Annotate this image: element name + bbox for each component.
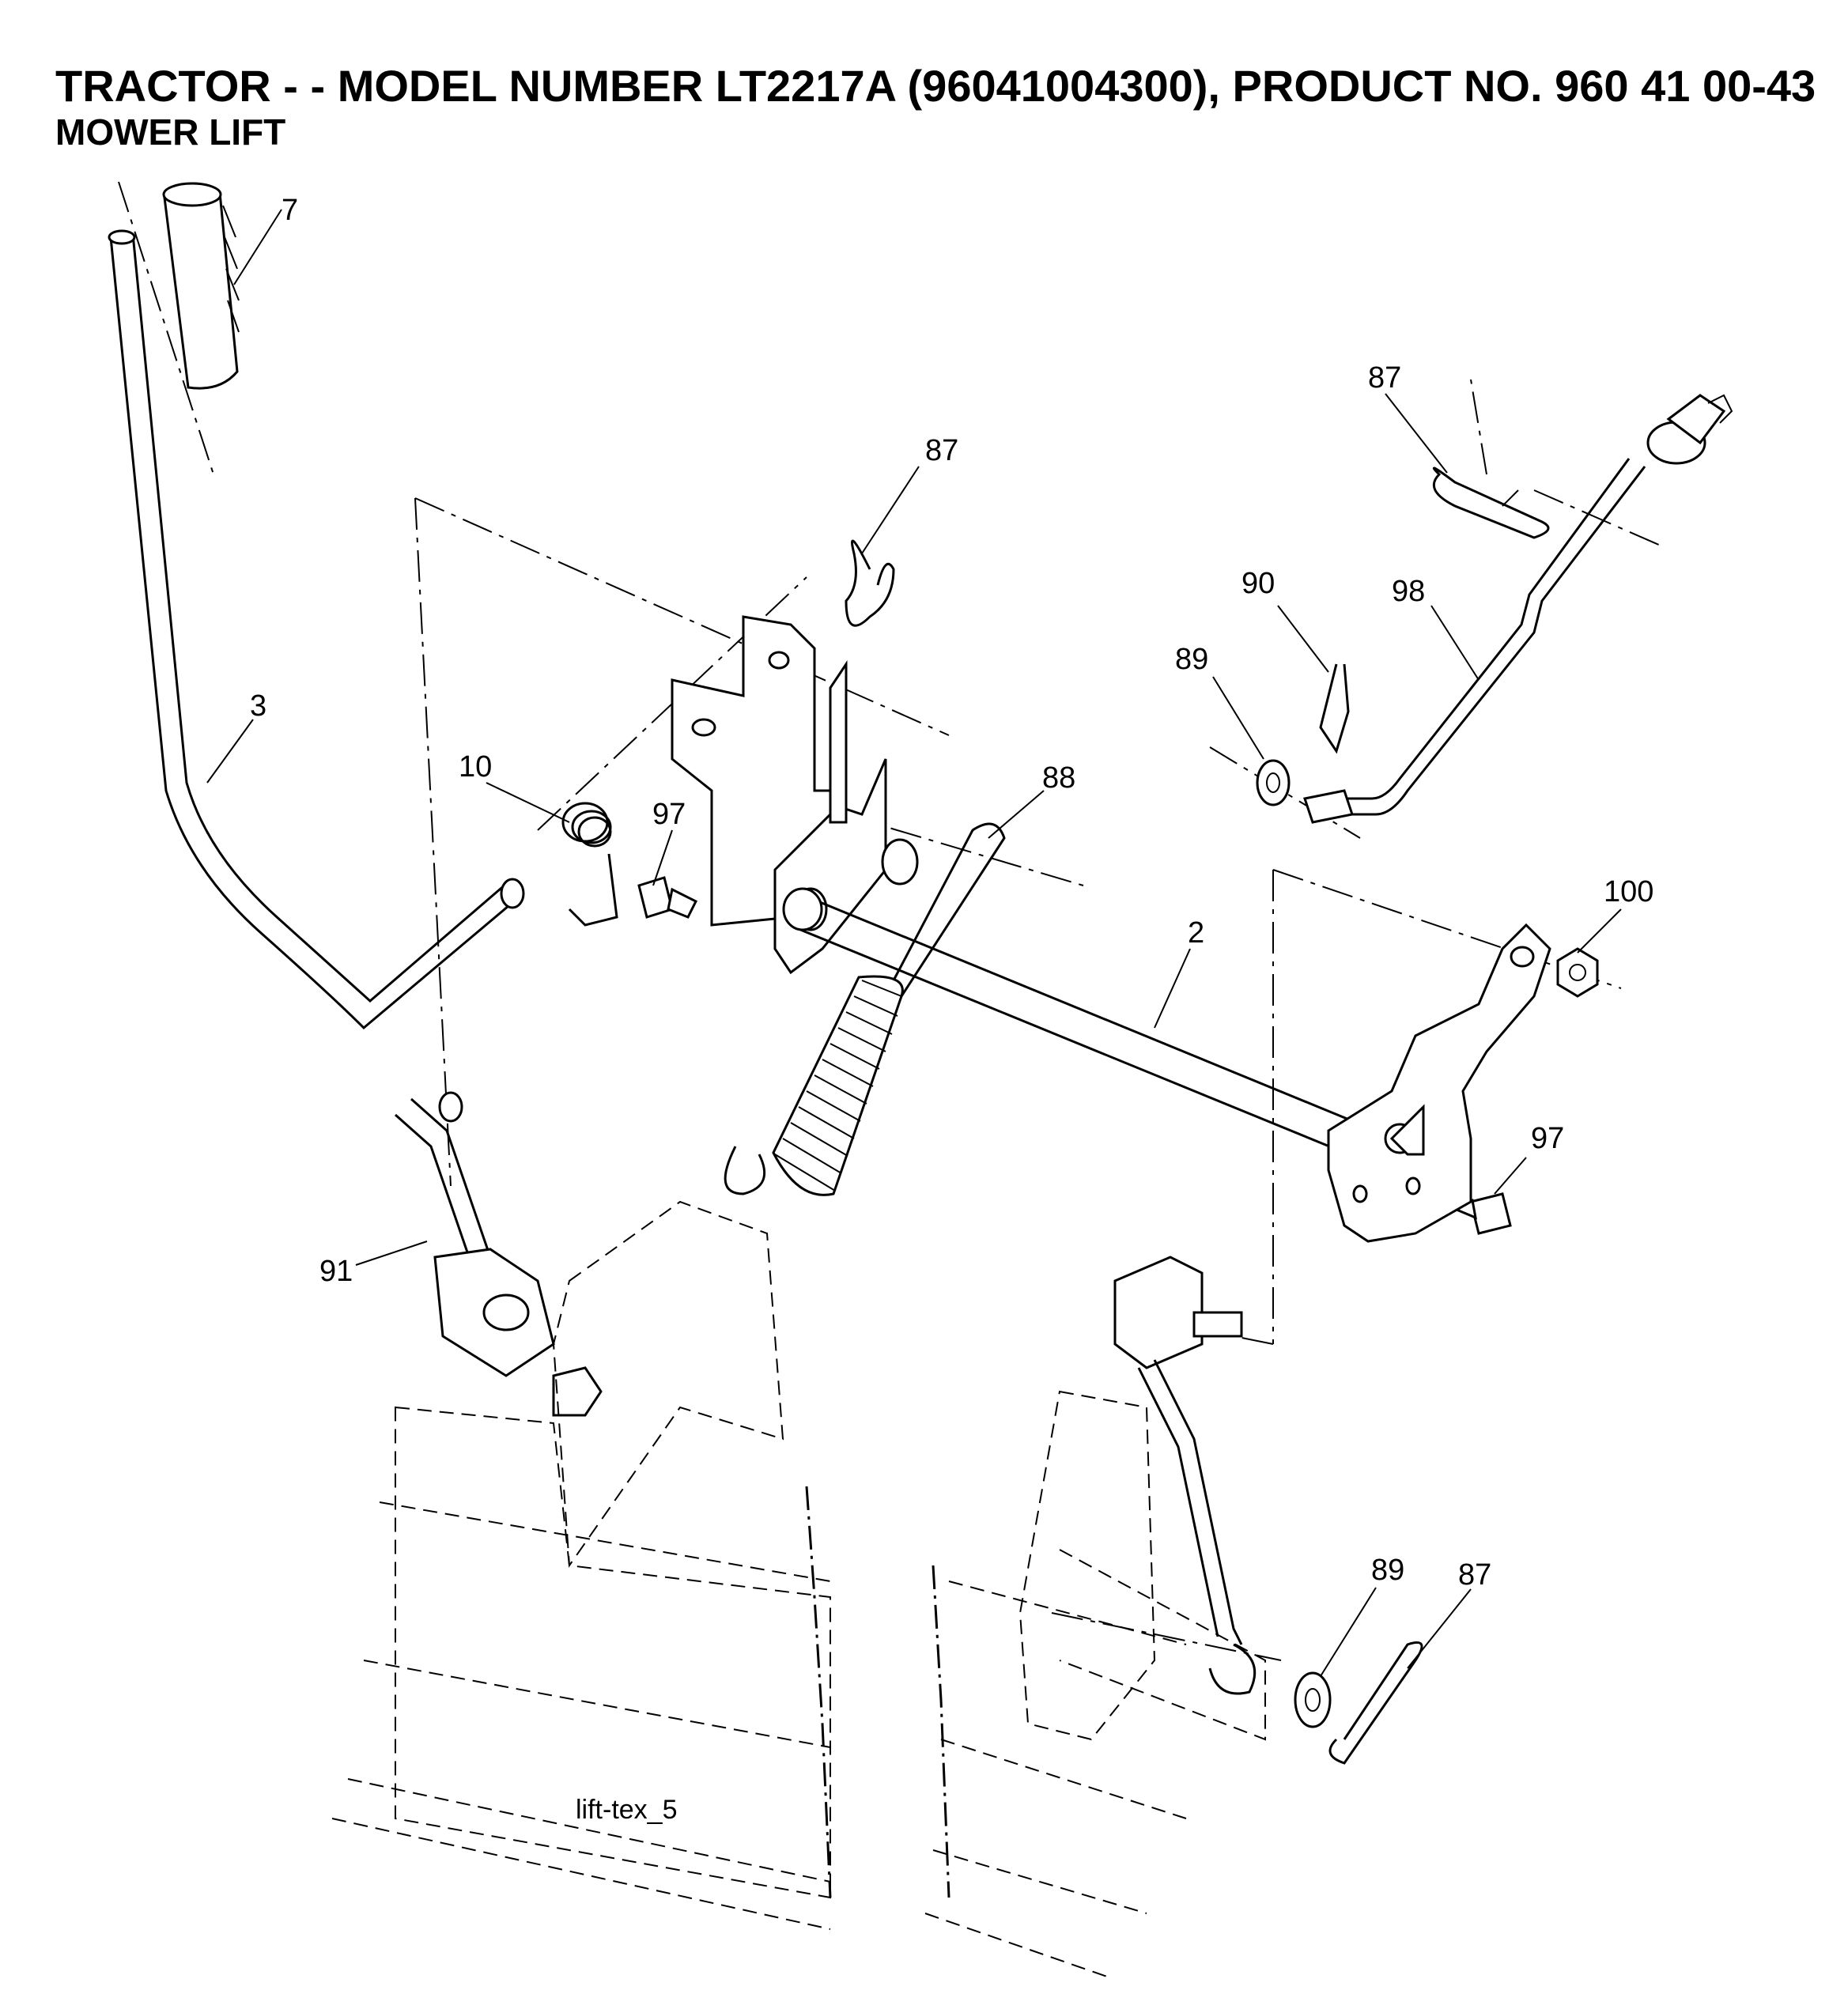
callout-2: 2: [1188, 916, 1204, 950]
callout-7: 7: [282, 194, 298, 227]
callout-88: 88: [1042, 761, 1075, 795]
callout-90: 90: [1241, 567, 1275, 600]
part-100-hex-nut: [1556, 947, 1599, 998]
part-97-bolt-left: [637, 876, 698, 919]
part-7-handle-grip: [162, 182, 240, 390]
callout-3: 3: [250, 689, 266, 723]
page-subtitle: MOWER LIFT: [55, 111, 286, 153]
part-87-hairpin-clip-upper: [845, 539, 895, 627]
part-89-washer-upper: [1256, 759, 1291, 806]
page-title: TRACTOR - - MODEL NUMBER LT2217A (960410…: [55, 61, 1816, 111]
centerlines: [118, 181, 1661, 1661]
right-lift-arm: [1327, 923, 1551, 1243]
callout-89-upper: 89: [1175, 643, 1208, 676]
part-90-hairpin-clip: [1319, 663, 1350, 754]
part-2-lift-shaft: [782, 887, 1377, 1164]
callout-89-lower: 89: [1371, 1554, 1404, 1587]
part-87-hairpin-clip-right: [1432, 466, 1550, 539]
leader-lines: [206, 209, 1622, 1677]
part-10-torsion-spring: [561, 802, 618, 927]
part-98-link-rod: [1303, 394, 1733, 824]
callout-87-upper: 87: [925, 434, 958, 467]
callout-91: 91: [319, 1255, 353, 1288]
callout-97-right: 97: [1531, 1122, 1564, 1155]
part-87-hairpin-clip-lower: [1328, 1641, 1423, 1765]
callout-87-right: 87: [1368, 361, 1401, 395]
callout-87-lower: 87: [1458, 1558, 1491, 1592]
part-3-lift-handle: [108, 229, 525, 1030]
callout-97-left: 97: [652, 798, 686, 831]
callout-98: 98: [1392, 575, 1425, 608]
part-91-link: [395, 1091, 603, 1417]
mower-deck-bracket-left: [331, 1200, 831, 1930]
callout-100: 100: [1604, 875, 1653, 908]
right-adjust-rod: [1113, 1256, 1257, 1695]
mower-deck-bracket-right: [924, 1390, 1266, 1977]
figure-id: lift-tex_5: [576, 1795, 678, 1825]
part-89-washer-lower: [1294, 1671, 1332, 1728]
deck-cut-lines: [805, 1486, 950, 1898]
callout-10: 10: [459, 750, 492, 784]
part-88-extension-spring: [724, 822, 1006, 1196]
callout-labels: 7 3 87 87 90 98 89 10 97 88 100 2 97 91 …: [250, 194, 1653, 1825]
